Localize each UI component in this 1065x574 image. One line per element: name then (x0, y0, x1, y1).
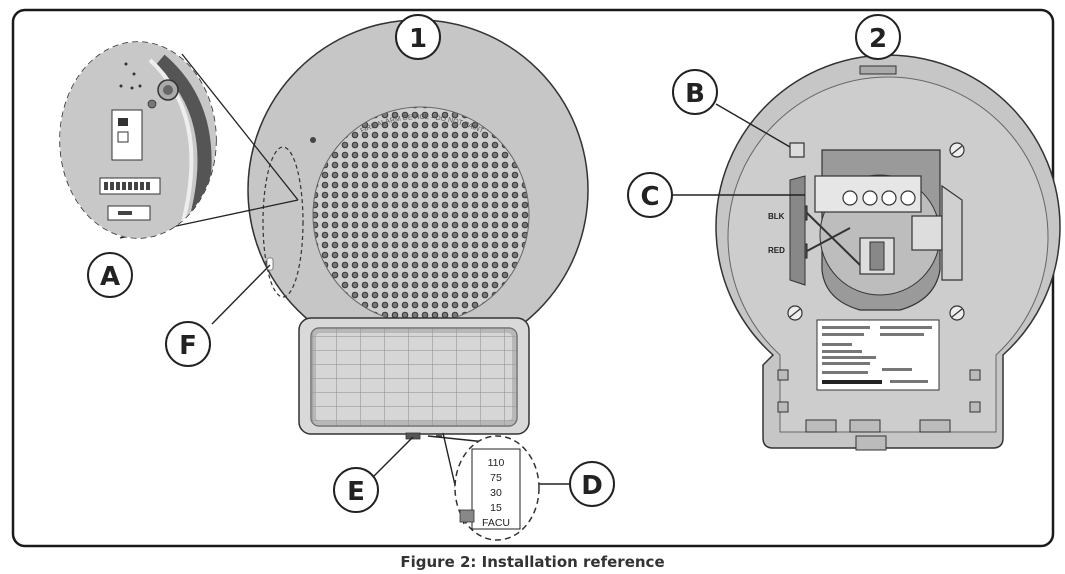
candela-setting: FACU (482, 517, 510, 529)
view2-device-back: BLK RED (715, 54, 1061, 451)
candela-setting: 75 (490, 472, 502, 484)
svg-text:E: E (347, 477, 365, 507)
callout-a: A (87, 252, 133, 298)
square-b (789, 142, 805, 158)
speaker-grille (312, 106, 530, 324)
callout-c: C (627, 172, 673, 218)
installation-figure: FIRE ALARM DEVICE - DO NOT PAINT (11, 8, 1061, 548)
product-label (816, 319, 940, 391)
leader-f (211, 264, 271, 325)
wire-label-red: RED (768, 246, 785, 255)
zoom-bubble-a (59, 41, 299, 239)
candela-setting: 30 (490, 487, 502, 499)
svg-text:D: D (581, 471, 603, 501)
leader-b (715, 103, 791, 148)
candela-setting: 15 (490, 502, 502, 514)
light-sensor (266, 257, 274, 271)
callout-f: F (165, 321, 211, 367)
view1-device-front: FIRE ALARM DEVICE - DO NOT PAINT (247, 19, 589, 440)
zoom-bubble-d: 110 75 30 15 FACU (454, 435, 540, 541)
callout-e: E (333, 467, 379, 513)
candela-label-box (471, 448, 521, 530)
callout-d: D (569, 461, 615, 507)
tab-d (436, 433, 442, 437)
tab-e (405, 432, 421, 440)
svg-text:A: A (100, 262, 120, 292)
svg-text:C: C (640, 182, 659, 212)
callout-b: B (672, 69, 718, 115)
svg-text:B: B (685, 79, 705, 109)
figure-caption: Figure 2: Installation reference (400, 553, 665, 571)
callout-2: 2 (855, 14, 901, 60)
callout-1: 1 (395, 14, 441, 60)
svg-text:F: F (179, 331, 197, 361)
svg-text:2: 2 (869, 24, 887, 54)
indicator-dot (310, 137, 316, 143)
svg-text:1: 1 (409, 24, 427, 54)
candela-setting: 110 (488, 457, 505, 469)
strobe-lens (310, 327, 518, 427)
leader-e (373, 436, 414, 477)
wire-label-blk: BLK (768, 212, 785, 221)
dashed-area-f (262, 146, 304, 298)
